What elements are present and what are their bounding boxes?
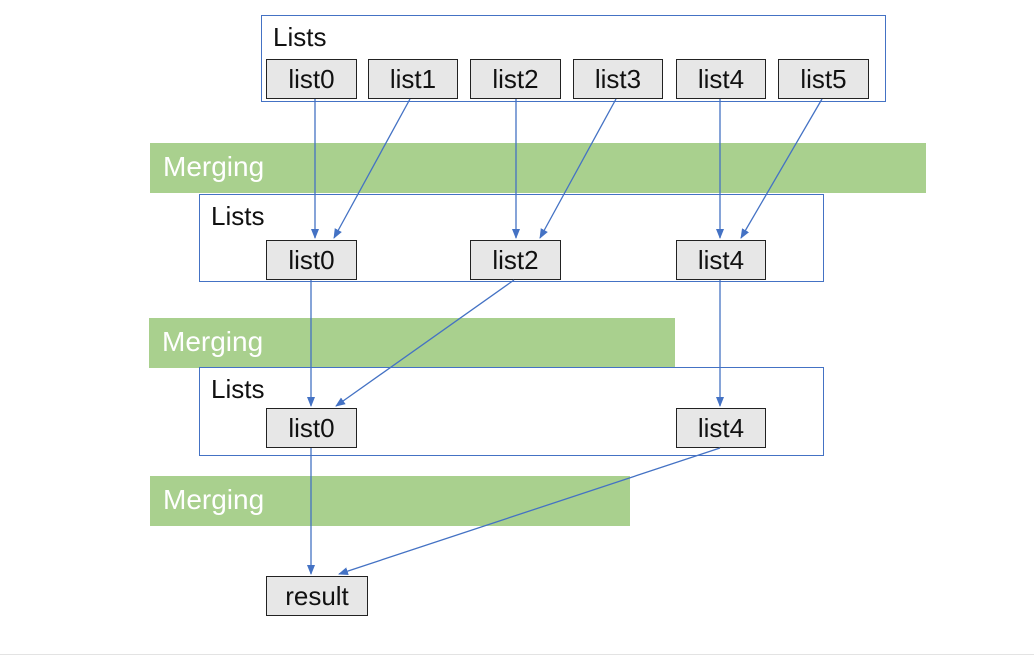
list-node-l3-list0: list0 [266,408,357,448]
merging-label-1: Merging [163,151,265,182]
merging-band-3: Merging [150,476,630,526]
lists-title-level-3: Lists [211,374,265,404]
merging-band-1: Merging [150,143,926,193]
lists-title-level-2: Lists [211,201,265,231]
list-node-l1-list0: list0 [266,59,357,99]
lists-title-level-1: Lists [273,22,327,52]
bottom-divider [0,654,1034,655]
list-node-l2-list2: list2 [470,240,561,280]
result-node: result [266,576,368,616]
merging-band-2: Merging [149,318,675,368]
merging-label-3: Merging [163,484,265,515]
list-node-l1-list1: list1 [368,59,458,99]
list-node-l1-list2: list2 [470,59,561,99]
merging-label-2: Merging [162,326,264,357]
list-node-l2-list4: list4 [676,240,766,280]
list-node-l1-list3: list3 [573,59,663,99]
list-node-l1-list4: list4 [676,59,766,99]
list-node-l2-list0: list0 [266,240,357,280]
list-node-l3-list4: list4 [676,408,766,448]
list-node-l1-list5: list5 [778,59,869,99]
